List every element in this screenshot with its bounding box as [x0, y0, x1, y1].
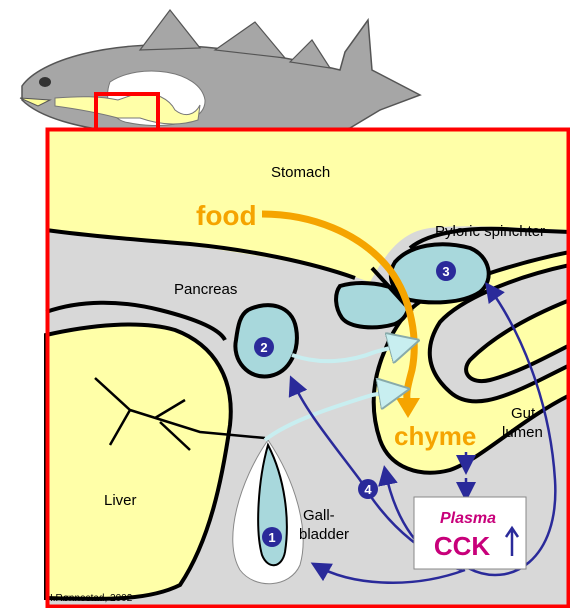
food-label: food	[196, 200, 257, 231]
svg-text:3: 3	[442, 264, 449, 279]
liver-label: Liver	[104, 492, 137, 509]
gallbladder-label-1: Gall-	[303, 507, 335, 524]
marker-4: 4	[358, 479, 378, 499]
pyloric-label: Pyloric spinchter	[435, 223, 545, 240]
fish-body	[22, 20, 420, 141]
svg-text:1: 1	[268, 530, 275, 545]
fish-eye	[39, 77, 51, 87]
marker-1: 1	[262, 527, 282, 547]
gut-label-1: Gut	[511, 405, 536, 422]
cck-label: CCK	[434, 531, 491, 561]
svg-text:4: 4	[364, 482, 372, 497]
plasma-label: Plasma	[440, 510, 496, 527]
zoom-panel: Plasma CCK 1 2 3 4 Stomach food Pyloric …	[46, 128, 570, 608]
svg-text:2: 2	[260, 340, 267, 355]
marker-2: 2	[254, 337, 274, 357]
pancreas-label: Pancreas	[174, 281, 237, 298]
stomach-label: Stomach	[271, 164, 330, 181]
chyme-label: chyme	[394, 421, 476, 451]
credit-label: I.Rønnestad, 2002	[50, 593, 133, 604]
gut-label-2: lumen	[502, 424, 543, 441]
gallbladder-label-2: bladder	[299, 526, 349, 543]
marker-3: 3	[436, 261, 456, 281]
